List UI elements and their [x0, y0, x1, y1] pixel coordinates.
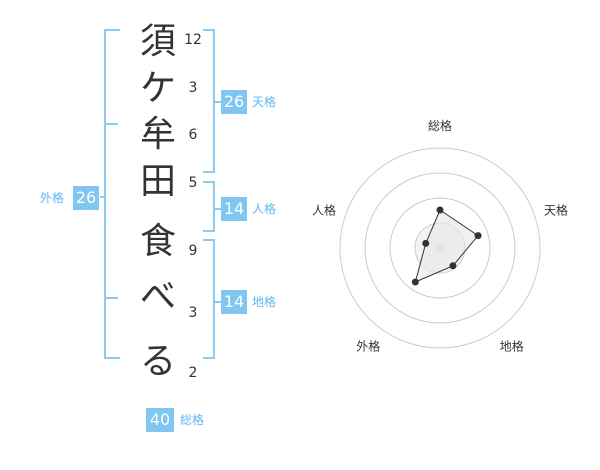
- bracket-tick: [104, 123, 118, 125]
- jinkaku-value: 14: [221, 197, 247, 221]
- bracket-tick: [213, 101, 221, 103]
- gaikaku-label: 外格: [40, 191, 65, 205]
- stroke-count-3: 6: [188, 127, 198, 143]
- radar-ring: [364, 172, 516, 324]
- radar-axis-label-3: 地格: [500, 339, 524, 354]
- radar-point-2: [474, 232, 482, 240]
- name-char-4: 田: [139, 161, 176, 202]
- bracket-tick: [203, 181, 215, 183]
- radar-ring: [339, 147, 541, 349]
- bracket-line: [213, 181, 215, 232]
- tenkaku-label: 天格: [252, 95, 277, 109]
- bracket-tick: [203, 29, 215, 31]
- bracket-tick: [213, 208, 221, 210]
- name-char-6: べ: [139, 276, 176, 317]
- stroke-count-4: 5: [188, 175, 198, 191]
- stroke-count-6: 3: [188, 305, 198, 321]
- jinkaku-label: 人格: [252, 202, 277, 216]
- radar-point-4: [411, 278, 419, 286]
- bracket-tick: [104, 29, 120, 31]
- name-char-5: 食: [139, 221, 176, 262]
- name-char-3: 牟: [139, 114, 176, 155]
- radar-point-3: [449, 262, 457, 270]
- bracket-tick: [203, 171, 215, 173]
- chikaku-value: 14: [221, 290, 247, 314]
- stroke-count-1: 12: [184, 32, 202, 48]
- radar-point-5: [422, 239, 430, 247]
- bracket-tick: [203, 239, 215, 241]
- radar-area: [414, 209, 479, 283]
- stroke-count-5: 9: [188, 243, 198, 259]
- gaikaku-value: 26: [73, 186, 99, 210]
- bracket-tick: [104, 357, 120, 359]
- radar-ring: [389, 197, 491, 299]
- bracket-tick: [100, 196, 106, 198]
- radar-axis-label-5: 人格: [312, 202, 336, 217]
- radar-data: [411, 206, 482, 286]
- name-char-7: る: [139, 341, 176, 382]
- bracket-line: [104, 29, 106, 359]
- chikaku-label: 地格: [252, 295, 277, 309]
- bracket-tick: [203, 357, 215, 359]
- bracket-tick: [213, 301, 221, 303]
- stroke-count-2: 3: [188, 80, 198, 96]
- radar-point-1: [436, 206, 444, 214]
- radar-axis-label-1: 総格: [428, 118, 452, 133]
- radar-axis-label-2: 天格: [544, 202, 568, 217]
- soukaku-label: 総格: [180, 413, 205, 427]
- name-char-2: ケ: [139, 68, 176, 109]
- soukaku-value: 40: [146, 408, 174, 432]
- stroke-count-7: 2: [188, 365, 198, 381]
- bracket-tick: [203, 230, 215, 232]
- bracket-line: [213, 239, 215, 359]
- tenkaku-value: 26: [221, 90, 247, 114]
- radar-axis-label-4: 外格: [356, 339, 380, 354]
- bracket-tick: [104, 297, 118, 299]
- name-char-1: 須: [139, 21, 176, 62]
